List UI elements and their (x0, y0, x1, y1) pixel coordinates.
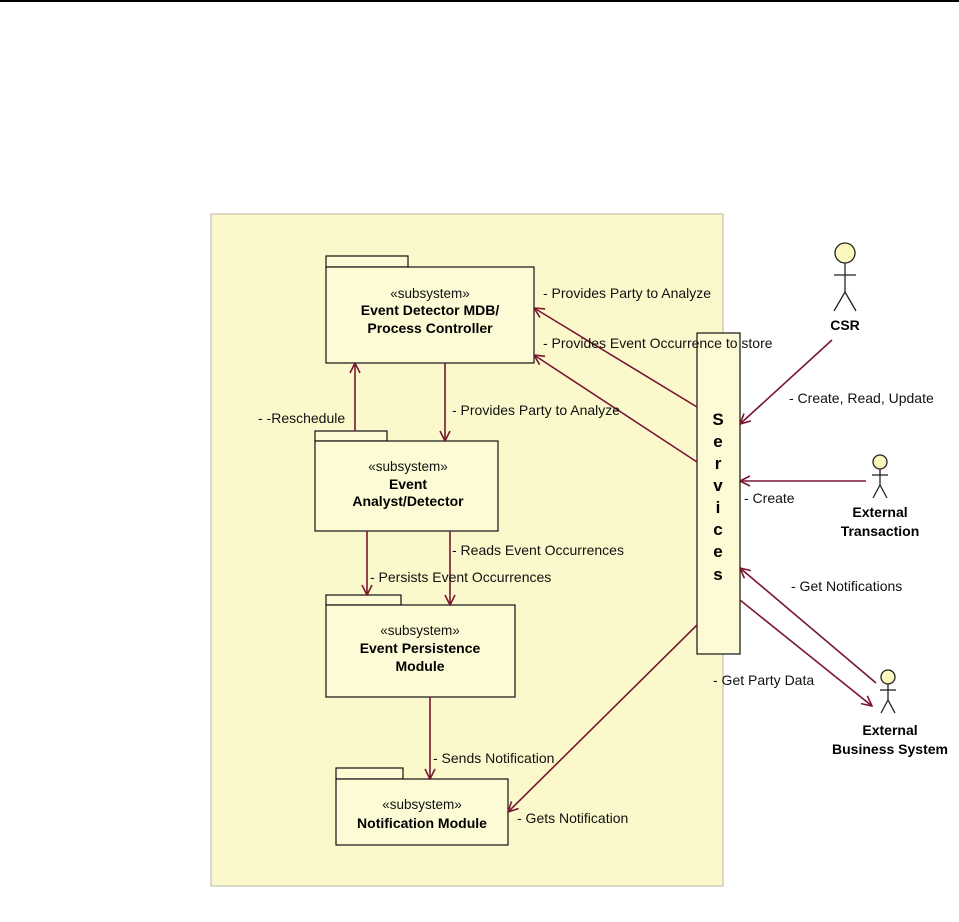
package-event-persistence[interactable]: «subsystem» Event Persistence Module (325, 594, 516, 698)
services-letter: r (715, 454, 722, 473)
actor-external-business-system[interactable]: External Business System (832, 669, 948, 757)
package-title-line: Process Controller (367, 320, 493, 336)
top-rule (0, 0, 959, 2)
package-stereotype: «subsystem» (382, 797, 462, 812)
package-title-line: Notification Module (357, 815, 487, 831)
services-letter: s (713, 565, 722, 584)
services-letter: i (716, 498, 721, 517)
actor-name: CSR (830, 317, 860, 333)
package-title-line: Event (389, 476, 427, 492)
package-notification[interactable]: «subsystem» Notification Module (335, 767, 509, 846)
package-stereotype: «subsystem» (368, 459, 448, 474)
package-event-analyst[interactable]: «subsystem» Event Analyst/Detector (314, 430, 499, 532)
arrow-gets-notification (508, 624, 698, 812)
actor-external-transaction[interactable]: External Transaction (841, 454, 920, 539)
services-letter: e (713, 542, 722, 561)
services-component[interactable]: S e r v i c e s (696, 332, 741, 655)
label-reads-event-occurrences: - Reads Event Occurrences (452, 542, 624, 558)
actor-csr[interactable]: CSR (830, 242, 860, 333)
label-create: - Create (744, 490, 795, 506)
package-title-line: Event Detector MDB/ (361, 302, 500, 318)
actor-name-line: Business System (832, 741, 948, 757)
package-stereotype: «subsystem» (380, 623, 460, 638)
stick-figure-icon (833, 242, 857, 312)
actor-name-line: External (862, 722, 917, 738)
package-event-detector[interactable]: «subsystem» Event Detector MDB/ Process … (325, 255, 535, 364)
package-title-line: Analyst/Detector (352, 493, 464, 509)
actor-name-line: External (852, 504, 907, 520)
actor-name-line: Transaction (841, 523, 920, 539)
services-letter: S (712, 410, 723, 429)
label-create-read-update: - Create, Read, Update (789, 390, 934, 406)
package-stereotype: «subsystem» (390, 286, 470, 301)
arrow-get-notifications (740, 568, 877, 684)
label-provides-party-mid: - Provides Party to Analyze (452, 402, 620, 418)
arrow-csr-to-services (740, 339, 833, 424)
arrow-provides-event-occurrence (534, 355, 698, 463)
label-get-notifications: - Get Notifications (791, 578, 902, 594)
label-get-party-data: - Get Party Data (713, 672, 814, 688)
label-persists-event-occurrences: - Persists Event Occurrences (370, 569, 551, 585)
package-title-line: Event Persistence (360, 640, 481, 656)
services-letter: v (713, 476, 723, 495)
label-provides-party-top: - Provides Party to Analyze (543, 285, 711, 301)
label-gets-notification: - Gets Notification (517, 810, 628, 826)
stick-figure-icon (872, 454, 888, 499)
services-letter: c (713, 520, 722, 539)
arrow-provides-party-to-detector (534, 308, 698, 408)
label-reschedule: - -Reschedule (258, 410, 345, 426)
label-sends-notification: - Sends Notification (433, 750, 554, 766)
services-letter: e (713, 432, 722, 451)
arrow-get-party-data (739, 599, 872, 706)
stick-figure-icon (880, 669, 896, 714)
package-title-line: Module (396, 658, 445, 674)
label-provides-event-occurrence: - Provides Event Occurrence to store (543, 335, 773, 351)
